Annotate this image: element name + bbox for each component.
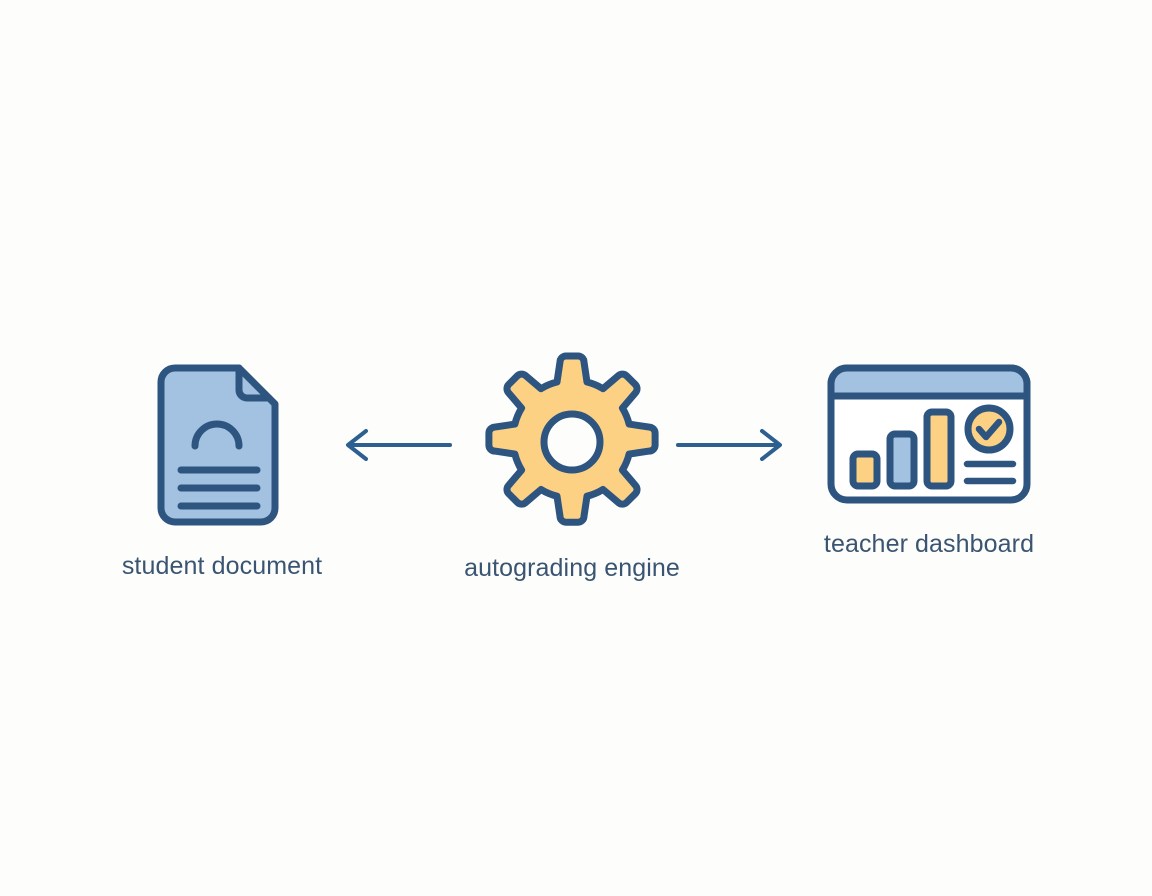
arrow-head-right-icon [760, 429, 782, 461]
dashboard-bar-1 [849, 450, 881, 490]
node-autograding-engine[interactable]: autograding engine [452, 352, 692, 583]
dashboard-icon [821, 360, 1037, 508]
connector-engine-to-dashboard [672, 420, 792, 470]
node-label-autograding-engine: autograding engine [464, 554, 680, 582]
document-icon [147, 360, 297, 530]
node-teacher-dashboard[interactable]: teacher dashboard [809, 360, 1049, 559]
dashboard-bar-3 [923, 408, 955, 490]
gear-icon [482, 352, 662, 532]
connector-engine-to-document [336, 420, 456, 470]
node-label-student-document: student document [121, 552, 323, 580]
node-student-document[interactable]: student document [102, 360, 342, 581]
node-label-teacher-dashboard: teacher dashboard [823, 530, 1035, 558]
dashboard-bar-2 [886, 430, 918, 490]
arrow-head-left-icon [346, 429, 368, 461]
